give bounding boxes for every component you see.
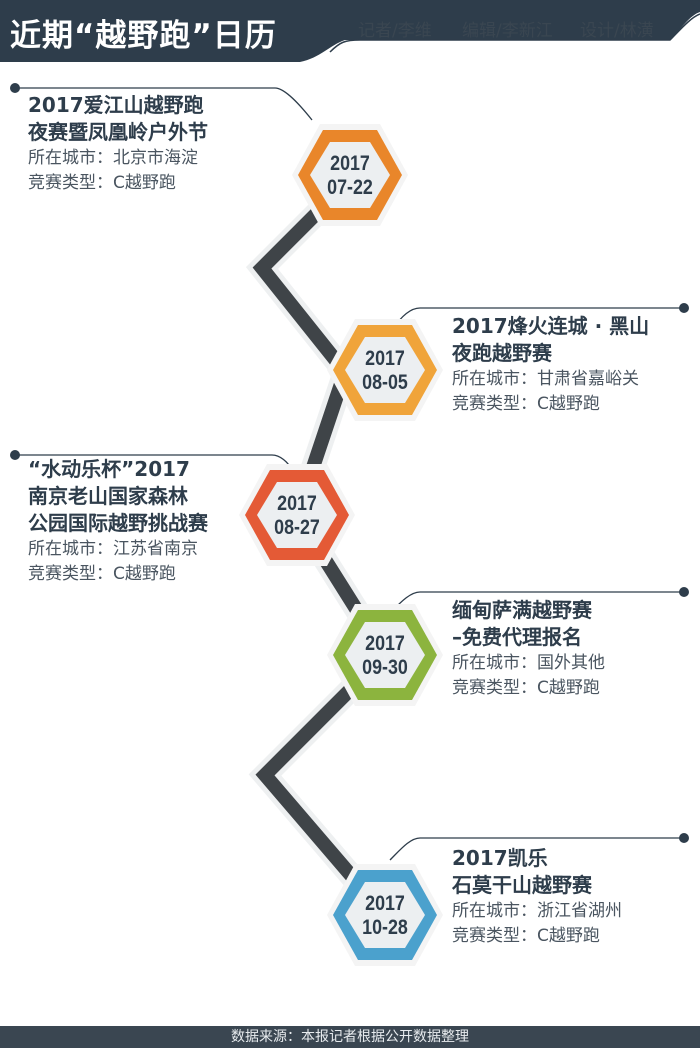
event-4: 缅甸萨满越野赛 –免费代理报名 所在城市：国外其他 竞赛类型：C越野跑 — [452, 597, 605, 701]
connector-dot-5 — [679, 833, 689, 843]
event-3: “水动乐杯”2017 南京老山国家森林 公园国际越野挑战赛 所在城市：江苏省南京… — [28, 456, 208, 587]
event-2: 2017烽火连城 · 黑山 夜跑越野赛 所在城市：甘肃省嘉峪关 竞赛类型：C越野… — [452, 313, 649, 417]
event-type: 竞赛类型：C越野跑 — [452, 926, 600, 946]
event-city: 所在城市：江苏省南京 — [28, 539, 198, 559]
data-source-footer: 数据来源：本报记者根据公开数据整理 — [0, 1026, 700, 1048]
event-city: 所在城市：北京市海淀 — [28, 148, 198, 168]
event-name-line: 2017凯乐 — [452, 846, 548, 870]
credit-editor: 编辑/李新江 — [462, 21, 553, 41]
event-city: 所在城市：国外其他 — [452, 653, 605, 673]
event-name-line: 石莫干山越野赛 — [452, 873, 592, 897]
event-name-line: –免费代理报名 — [452, 625, 582, 649]
event-type: 竞赛类型：C越野跑 — [28, 173, 176, 193]
credit-designer: 设计/林潢 — [580, 21, 654, 41]
event-name-line: 2017烽火连城 · 黑山 — [452, 314, 650, 338]
event-name-line: 夜赛暨凤凰岭户外节 — [28, 120, 208, 144]
connector-dot-1 — [10, 83, 20, 93]
event-name-line: 公园国际越野挑战赛 — [28, 511, 208, 535]
hexagon-icon — [292, 124, 408, 226]
event-name-line: 缅甸萨满越野赛 — [452, 598, 592, 622]
event-name-line: 南京老山国家森林 — [28, 484, 188, 508]
event-type: 竞赛类型：C越野跑 — [452, 678, 600, 698]
event-5: 2017凯乐 石莫干山越野赛 所在城市：浙江省湖州 竞赛类型：C越野跑 — [452, 845, 622, 949]
hexagon-icon — [327, 319, 443, 421]
hexagon-icon — [239, 464, 355, 566]
event-1: 2017爱江山越野跑 夜赛暨凤凰岭户外节 所在城市：北京市海淀 竞赛类型：C越野… — [28, 92, 208, 196]
event-city: 所在城市：浙江省湖州 — [452, 901, 622, 921]
event-type: 竞赛类型：C越野跑 — [28, 564, 176, 584]
event-name-line: “水动乐杯”2017 — [28, 457, 190, 481]
connector-dot-3 — [10, 450, 20, 460]
header-banner — [0, 0, 700, 62]
hexagon-icon — [327, 604, 443, 706]
event-type: 竞赛类型：C越野跑 — [452, 394, 600, 414]
event-city: 所在城市：甘肃省嘉峪关 — [452, 369, 639, 389]
connector-line-5 — [389, 837, 682, 861]
connector-dot-2 — [679, 303, 689, 313]
credit-reporter: 记者/李维 — [358, 21, 432, 41]
page-title: 近期“越野跑”日历 — [10, 18, 277, 54]
hexagon-icon — [327, 864, 443, 966]
event-name-line: 夜跑越野赛 — [452, 341, 552, 365]
connector-dot-4 — [679, 587, 689, 597]
connector-line-1 — [18, 87, 313, 121]
event-name-line: 2017爱江山越野跑 — [28, 93, 204, 117]
